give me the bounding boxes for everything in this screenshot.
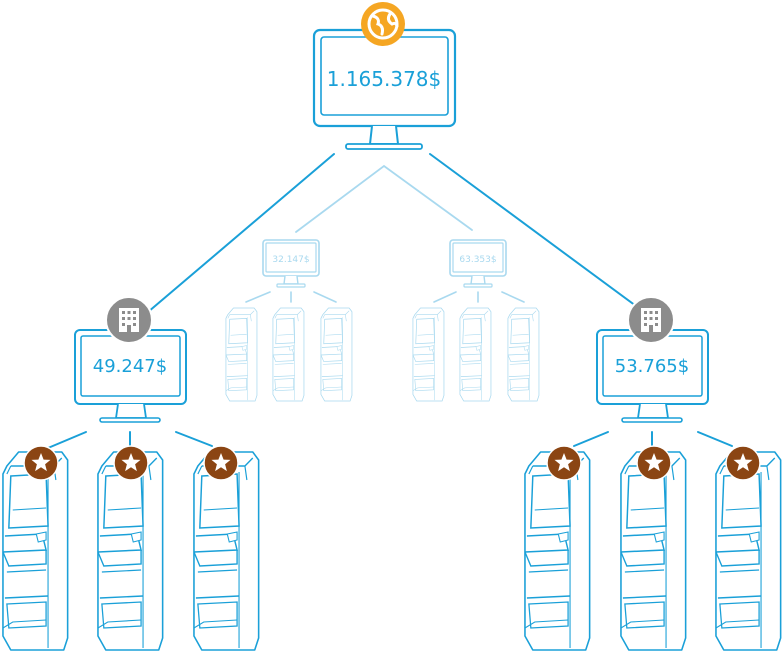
left-site-jackpot-amount: 49.247$	[93, 356, 167, 377]
right-site-machines	[524, 451, 782, 651]
slot-machine	[620, 451, 687, 651]
connections	[47, 153, 733, 449]
slot-machine	[2, 451, 69, 651]
star-icon	[725, 445, 761, 481]
slot-machine	[412, 307, 445, 402]
star-icon	[203, 445, 239, 481]
slot-machine	[524, 451, 591, 651]
left-site-machines	[2, 451, 260, 651]
star-icon	[113, 445, 149, 481]
faded-machines	[225, 307, 540, 402]
right-site-jackpot-amount: 53.765$	[615, 356, 689, 377]
right-site-monitor: 53.765$	[596, 329, 709, 423]
building-icon	[105, 296, 153, 344]
star-badges	[23, 445, 761, 481]
slot-machine	[459, 307, 492, 402]
faded-site-2-monitor: 63.353$	[449, 239, 507, 288]
slot-machine	[193, 451, 260, 651]
left-site-monitor: 49.247$	[74, 329, 187, 423]
central-server-monitor: 1.165.378$	[312, 28, 457, 150]
building-icon	[627, 296, 675, 344]
slot-machine	[715, 451, 782, 651]
slot-machine	[320, 307, 353, 402]
slot-machine	[225, 307, 258, 402]
faded-site-1-amount: 32.147$	[272, 255, 309, 265]
star-icon	[546, 445, 582, 481]
star-icon	[636, 445, 672, 481]
slot-machine	[507, 307, 540, 402]
slot-machine	[272, 307, 305, 402]
faded-site-1-monitor: 32.147$	[262, 239, 320, 288]
star-icon	[23, 445, 59, 481]
faded-site-2-amount: 63.353$	[459, 255, 496, 265]
central-jackpot-amount: 1.165.378$	[327, 67, 442, 91]
slot-machine	[97, 451, 164, 651]
globe-icon	[361, 2, 405, 46]
